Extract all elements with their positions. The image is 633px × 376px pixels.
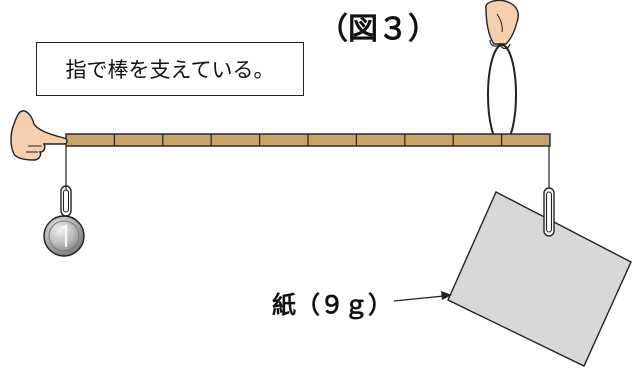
string-loop (487, 44, 517, 146)
holding-hand-icon (485, 0, 519, 50)
caption-box: 指で棒を支えている。 (36, 42, 304, 96)
label-arrow (393, 291, 452, 302)
pointing-finger-icon (10, 110, 68, 161)
paper-label: 紙（９ｇ） (272, 291, 392, 319)
wooden-stick (65, 133, 551, 147)
paper-sheet (447, 191, 632, 367)
figure-title: （図３） (318, 12, 438, 47)
coin-weight-icon (43, 215, 85, 257)
paper-clip-icon (543, 187, 555, 237)
paper-clip-icon (60, 185, 72, 217)
